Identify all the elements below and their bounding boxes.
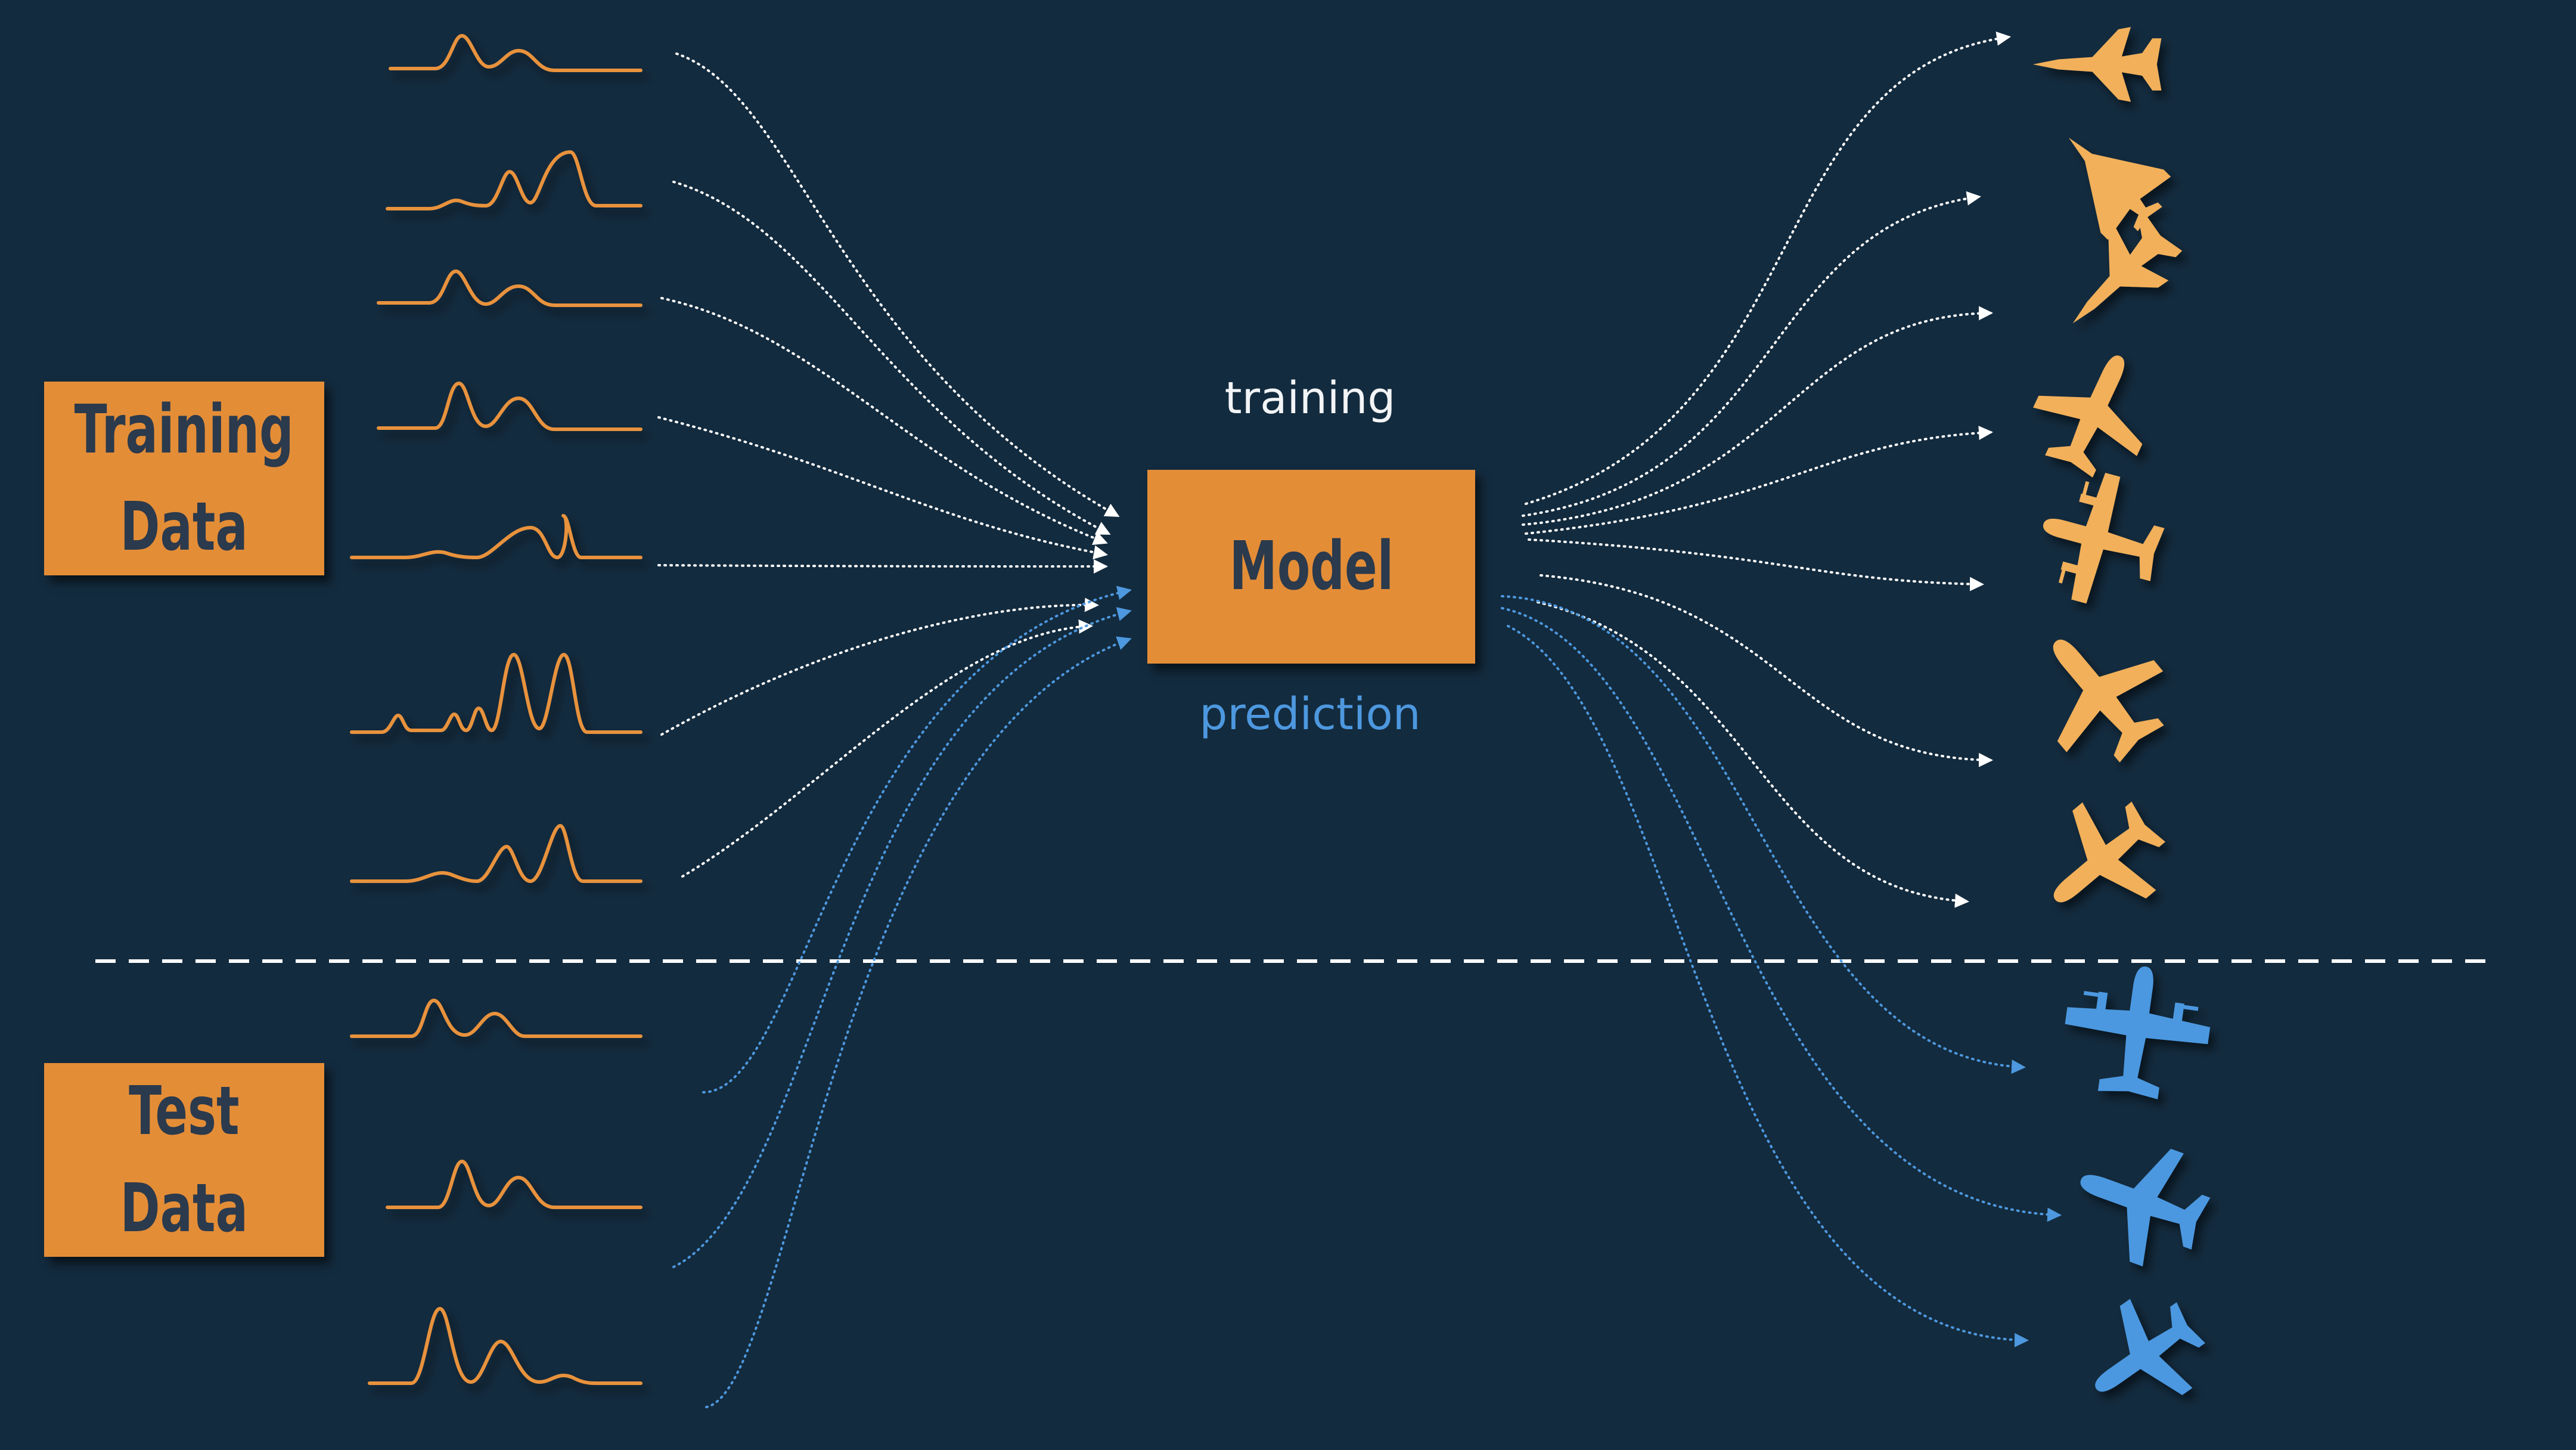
model-box: Model <box>1147 470 1475 664</box>
fighter-jet-icon <box>2032 27 2162 102</box>
regional-jet-icon <box>2065 1278 2223 1434</box>
training-signal-4 <box>377 382 643 431</box>
test-arrow-out-2 <box>1501 607 2062 1222</box>
train-arrow-in-4 <box>657 416 1108 560</box>
model-label: Model <box>1229 528 1393 606</box>
test-signal-3 <box>368 1307 643 1385</box>
test-data-box: Test Data <box>44 1063 324 1257</box>
training-signal-3 <box>377 269 643 307</box>
test-signal-2 <box>386 1160 643 1209</box>
test-arrow-in-1 <box>702 585 1132 1093</box>
train-arrow-in-1 <box>675 52 1120 517</box>
train-arrow-out-1 <box>1525 31 2011 505</box>
train-arrow-in-5 <box>657 559 1108 574</box>
training-signal-7 <box>350 824 643 883</box>
training-signal-5 <box>350 514 643 559</box>
test-signal-1 <box>350 999 643 1038</box>
cargo-jet-icon <box>2018 777 2186 944</box>
test-arrow-out-1 <box>1501 595 2026 1074</box>
twin-engine-plane-icon <box>2060 1123 2222 1281</box>
train-arrow-out-5 <box>1528 538 1984 591</box>
train-arrow-in-3 <box>660 297 1108 545</box>
business-jet-icon <box>2017 331 2172 491</box>
training-signal-2 <box>386 150 643 210</box>
train-arrow-in-7 <box>681 619 1093 878</box>
propeller-plane-icon <box>2056 956 2218 1105</box>
training-caption: training <box>1224 373 1396 424</box>
train-arrow-in-6 <box>660 597 1099 736</box>
test-arrow-out-3 <box>1507 625 2029 1347</box>
train-arrow-out-2 <box>1522 191 1981 517</box>
test-data-label: Test Data <box>120 1073 249 1247</box>
training-data-label: Training Data <box>74 391 294 566</box>
train-arrow-out-7 <box>1537 601 1969 908</box>
train-arrow-out-6 <box>1540 574 1993 767</box>
train-arrow-out-3 <box>1522 306 1993 526</box>
wide-body-airliner-icon <box>2007 600 2190 785</box>
training-signal-6 <box>350 653 643 734</box>
test-arrow-in-3 <box>705 636 1132 1408</box>
delta-wing-jet-icon <box>2037 106 2182 251</box>
train-arrow-in-2 <box>672 181 1111 535</box>
training-data-box: Training Data <box>44 382 324 575</box>
test-arrow-in-2 <box>672 607 1132 1268</box>
train-arrow-out-4 <box>1525 426 1993 535</box>
twin-tail-fighter-icon <box>2046 206 2190 350</box>
prediction-caption: prediction <box>1199 689 1421 740</box>
turboprop-transport-icon <box>2026 460 2175 618</box>
training-signal-1 <box>389 34 643 72</box>
